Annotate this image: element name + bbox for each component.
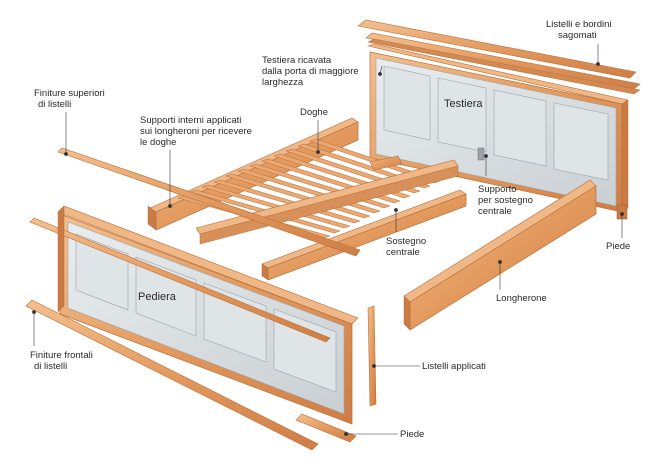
center-support-block [369, 155, 403, 171]
label-finiture-superiori-1: Finiture superiori [34, 88, 105, 99]
label-supporto-2: per sostegno [478, 195, 533, 206]
label-listelli-bordini-1: Listelli e bordini [546, 19, 612, 30]
label-sostegno-2: centrale [386, 247, 420, 258]
label-piede-right: Piede [606, 241, 631, 252]
label-testiera-ricavata-1: Testiera ricavata [262, 55, 332, 66]
label-supporti-interni-1: Supporti interni applicati [140, 115, 242, 126]
label-supporti-interni-2: sui longheroni per ricevere [140, 126, 252, 137]
leader-lines [32, 44, 624, 436]
applied-strip [367, 305, 377, 407]
label-listelli-bordini-2: sagomati [558, 30, 597, 41]
top-moulding-strips [357, 19, 641, 95]
right-side-rail [403, 179, 597, 331]
top-finishing-strip [57, 147, 361, 257]
label-testiera-ricavata-2: dalla porta di maggiore [262, 66, 359, 77]
label-supporto-1: Supporto [478, 184, 517, 195]
label-finiture-superiori-2: di listelli [38, 99, 72, 110]
label-longherone: Longherone [496, 293, 547, 304]
label-listelli-applicati: Listelli applicati [422, 361, 486, 372]
label-finiture-frontali-2: di listelli [34, 361, 68, 372]
label-supporti-interni-3: le doghe [140, 137, 177, 148]
foot-block [295, 413, 357, 443]
footboard [29, 205, 359, 425]
label-testiera: Testiera [444, 98, 483, 110]
label-pediera: Pediera [138, 291, 176, 303]
label-finiture-frontali-1: Finiture frontali [30, 350, 93, 361]
label-sostegno-1: Sostegno [386, 236, 427, 247]
center-support-beam [261, 189, 467, 281]
label-testiera-ricavata-3: larghezza [262, 77, 304, 88]
front-finishing-strip [25, 299, 319, 451]
headboard [366, 43, 629, 220]
label-supporto-3: centrale [478, 206, 512, 217]
label-piede-bottom: Piede [400, 429, 425, 440]
label-doghe: Doghe [300, 107, 328, 118]
slat-frame [147, 117, 459, 245]
